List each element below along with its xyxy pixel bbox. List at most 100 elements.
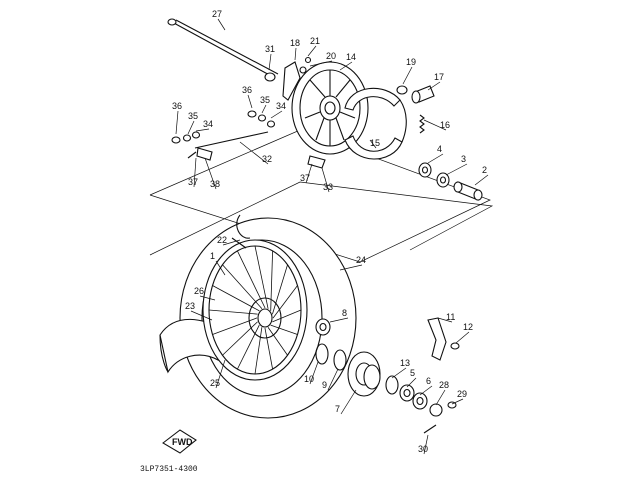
callout-number: 9: [322, 380, 327, 390]
callout-leader: [369, 139, 377, 149]
spoke: [272, 285, 298, 319]
callout-leader: [190, 310, 213, 321]
callout-leader: [402, 66, 413, 85]
callout-leader: [239, 141, 269, 165]
callout-leader: [329, 317, 349, 323]
left-bearing-stack: [385, 375, 457, 434]
spoke: [270, 250, 274, 311]
front-icon-label: FWD: [172, 437, 193, 447]
callout-leader: [445, 163, 468, 176]
callout-leader: [427, 153, 444, 164]
callout-leader: [339, 264, 363, 271]
callout-leader: [215, 359, 226, 389]
callout-number: 23: [185, 301, 195, 311]
callout-number: 25: [210, 378, 220, 388]
brake-shoe-plate: [291, 61, 369, 155]
o-ring-10: [315, 343, 329, 365]
spoke: [254, 245, 269, 309]
callout-number: 16: [440, 120, 450, 130]
o-ring-9: [333, 349, 347, 371]
callout-leader: [204, 157, 217, 190]
spoke: [237, 250, 266, 309]
spoke: [208, 309, 258, 315]
callout-number: 24: [356, 255, 366, 265]
callout-number: 2: [482, 165, 487, 175]
brake-spring: [419, 114, 425, 134]
callout-number: 34: [276, 101, 286, 111]
callout-number: 21: [310, 36, 320, 46]
washer-31: [264, 72, 276, 82]
callout-number: 4: [437, 144, 442, 154]
callout-number: 15: [370, 138, 380, 148]
callout-leader: [340, 389, 357, 415]
spoke: [267, 327, 288, 356]
rear-axle: [167, 18, 279, 79]
callout-number: 27: [212, 9, 222, 19]
cam-lever-assembly: [282, 56, 312, 101]
callout-leader: [423, 119, 447, 131]
callout-leader: [451, 398, 464, 405]
spoke: [272, 264, 288, 315]
callout-leader: [423, 434, 429, 455]
callout-leader: [419, 385, 433, 396]
callout-number: 6: [426, 376, 431, 386]
callout-number: 32: [262, 154, 272, 164]
callout-leader: [474, 174, 489, 186]
nut-19: [396, 85, 408, 95]
clutch-hub: [347, 351, 381, 397]
callout-leader: [437, 317, 453, 323]
spoke: [222, 264, 263, 310]
drawing-code: 3LP7351-4300: [140, 465, 198, 474]
spoke: [272, 309, 302, 323]
callout-number: 29: [457, 389, 467, 399]
callout-number: 28: [439, 380, 449, 390]
callout-leader: [339, 61, 353, 71]
callout-leader: [406, 377, 417, 388]
callout-number: 30: [418, 444, 428, 454]
callout-leader: [261, 104, 267, 114]
callout-leader: [193, 157, 197, 188]
spoke: [222, 321, 258, 356]
callout-number: 14: [346, 52, 356, 62]
callout-leader: [309, 361, 319, 385]
callout-number: 37: [188, 177, 198, 187]
callout-leader: [327, 368, 339, 391]
spoke: [212, 285, 260, 312]
callout-number: 1: [210, 251, 215, 261]
callout-leader: [294, 47, 297, 61]
callout-leader: [222, 239, 241, 246]
spoke: [212, 317, 258, 335]
callout-number: 35: [260, 95, 270, 105]
callout-number: 7: [335, 404, 340, 414]
callout-number: 8: [342, 308, 347, 318]
callout-leader: [247, 94, 253, 109]
callout-number: 36: [242, 85, 252, 95]
callout-number: 10: [304, 374, 314, 384]
callout-number: 38: [210, 179, 220, 189]
spoked-wheel: [202, 239, 308, 381]
callout-number: 18: [290, 38, 300, 48]
gear-unit-arm: [427, 317, 460, 361]
spoke: [254, 327, 263, 375]
callout-leader: [215, 260, 226, 276]
callout-number: 19: [406, 57, 416, 67]
spoke: [264, 327, 273, 370]
callout-leader: [321, 167, 330, 193]
brake-cam: [411, 85, 435, 104]
callout-number: 37: [300, 173, 310, 183]
callout-leader: [270, 110, 283, 119]
callout-number: 26: [194, 286, 204, 296]
callout-leader: [195, 128, 210, 132]
callout-number: 5: [410, 368, 415, 378]
callout-number: 11: [446, 312, 455, 322]
callout-leader: [427, 81, 441, 91]
brake-shoes: [344, 87, 407, 160]
callout-leader: [309, 60, 333, 67]
callout-number: 17: [434, 72, 444, 82]
callout-leader: [305, 163, 313, 184]
callout-number: 22: [217, 235, 227, 245]
callout-leader: [391, 367, 407, 379]
collar-8: [315, 318, 331, 336]
